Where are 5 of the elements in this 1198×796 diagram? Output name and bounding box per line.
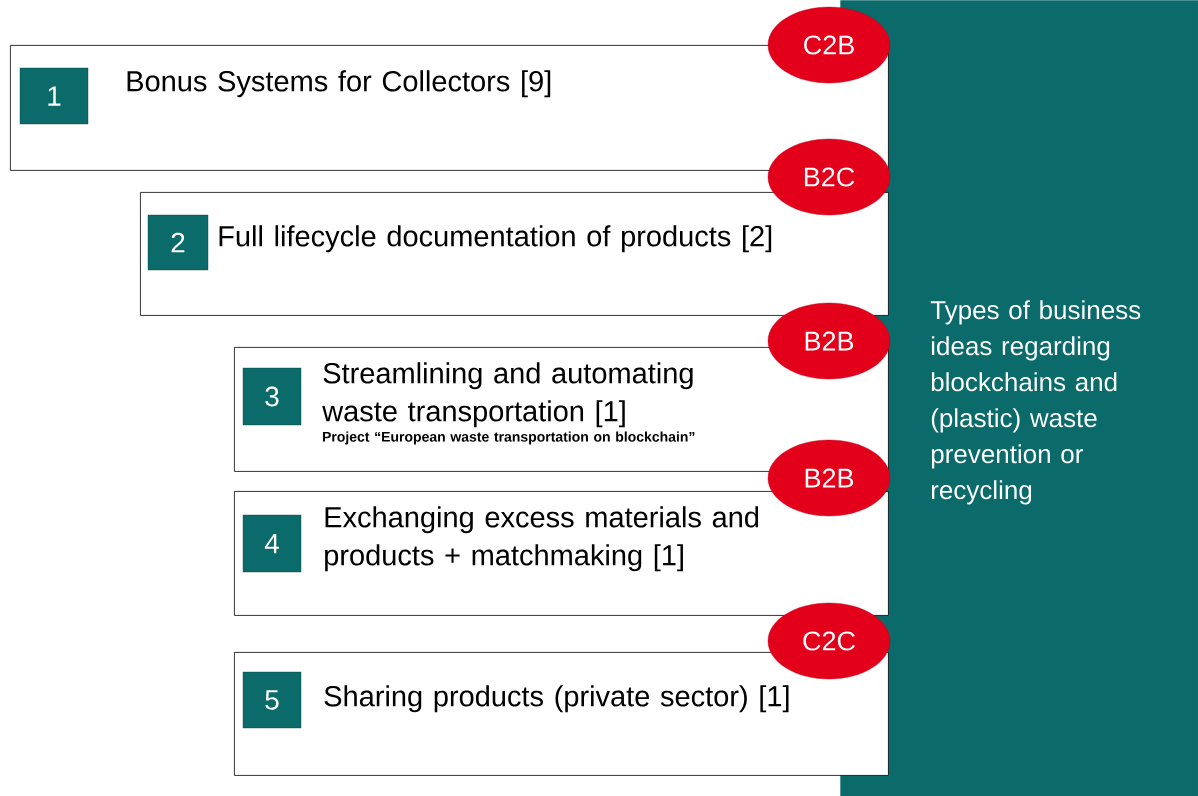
number-square: 1 bbox=[19, 67, 89, 125]
number-square: 4 bbox=[242, 514, 302, 573]
number-square: 2 bbox=[147, 214, 209, 271]
number-square: 3 bbox=[242, 367, 302, 426]
number-square: 5 bbox=[242, 671, 302, 729]
